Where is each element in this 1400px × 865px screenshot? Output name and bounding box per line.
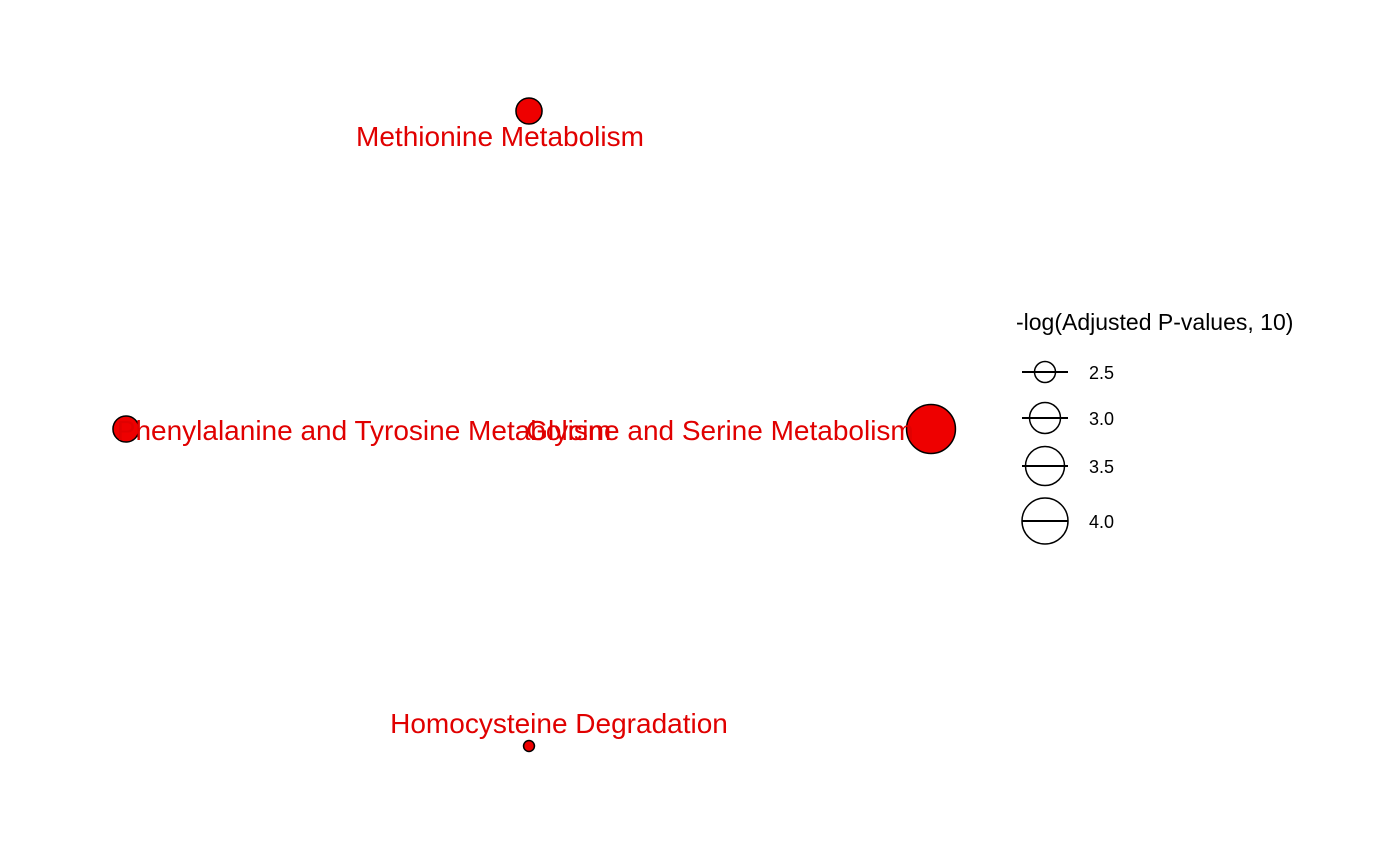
node-label: Homocysteine Degradation [390, 708, 728, 739]
legend-entry-label: 3.0 [1089, 409, 1114, 429]
size-legend: -log(Adjusted P-values, 10) 2.5 3.0 3.5 4.0 [1016, 309, 1293, 545]
node-point [515, 97, 543, 125]
legend-entry: 3.5 [1022, 445, 1114, 487]
node-point [522, 739, 536, 753]
legend-title: -log(Adjusted P-values, 10) [1016, 309, 1293, 335]
legend-entry: 4.0 [1021, 497, 1114, 545]
legend-entry: 2.5 [1022, 360, 1114, 384]
legend-entries: 2.5 3.0 3.5 4.0 [1021, 360, 1114, 545]
nodes-layer [112, 97, 957, 753]
node-label: Methionine Metabolism [356, 121, 644, 152]
legend-entry-label: 3.5 [1089, 457, 1114, 477]
legend-entry-label: 4.0 [1089, 512, 1114, 532]
node-label: Glycine and Serine Metabolism [526, 415, 914, 446]
legend-entry-label: 2.5 [1089, 363, 1114, 383]
node-point [905, 403, 957, 455]
node-label: Phenylalanine and Tyrosine Metabolism [117, 415, 611, 446]
legend-entry: 3.0 [1022, 401, 1114, 435]
node-point [112, 415, 140, 443]
